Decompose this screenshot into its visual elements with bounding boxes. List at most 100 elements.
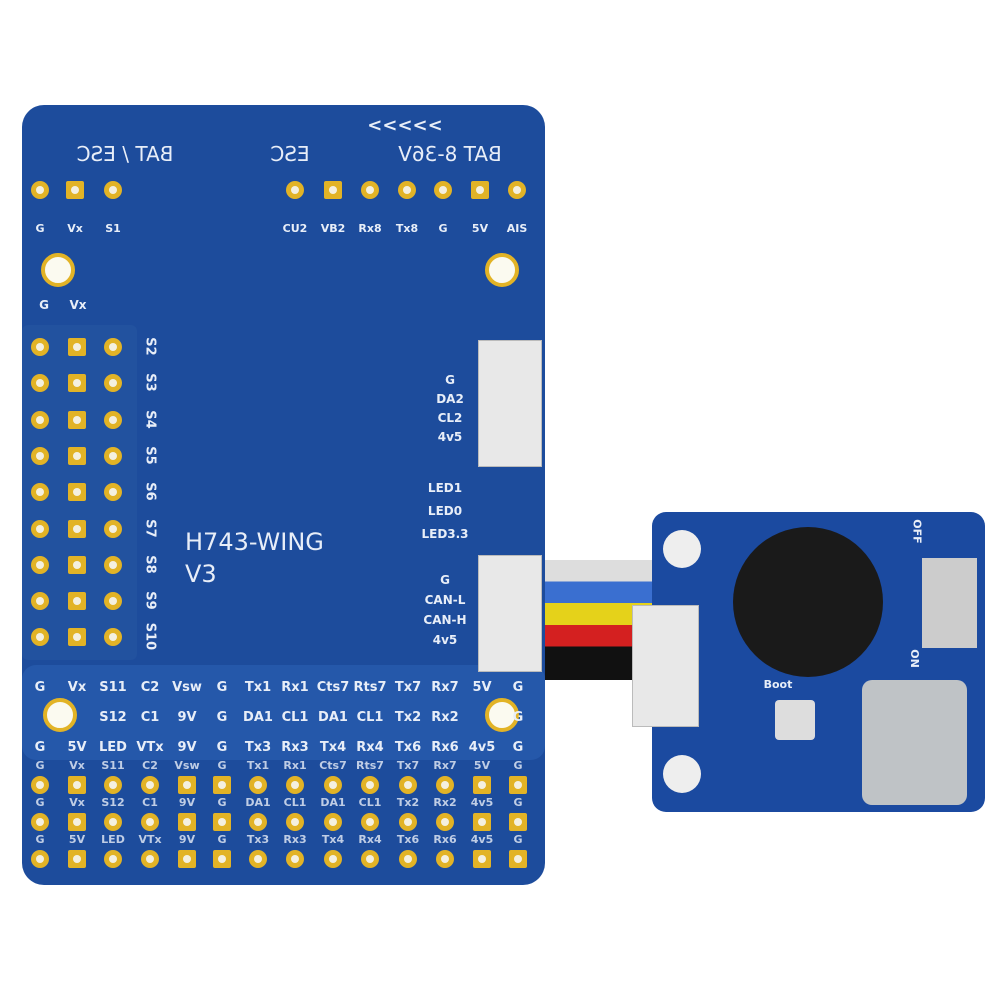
i2c-label: DA2	[436, 392, 464, 406]
header-label: 5V	[67, 740, 87, 755]
led-label: LED0	[427, 504, 463, 518]
pad-label: C1	[142, 796, 158, 809]
solder-pad	[178, 813, 196, 831]
header-label: Tx7	[394, 680, 422, 695]
i2c-connector[interactable]	[478, 340, 542, 467]
pad-label: G	[217, 759, 227, 772]
servo-label: S3	[142, 373, 158, 393]
solder-pad	[324, 813, 342, 831]
header-label: Rx3	[281, 740, 309, 755]
header-label: 9V	[177, 710, 197, 725]
pad-label: 9V	[178, 796, 196, 809]
can-label: G	[440, 573, 450, 587]
header-label: 9V	[177, 740, 197, 755]
solder-pad	[436, 850, 454, 868]
pad-label: G	[35, 759, 45, 772]
pad-label: 9V	[178, 833, 196, 846]
servo-label: S6	[142, 482, 158, 501]
solder-pad	[31, 410, 49, 429]
solder-pad	[509, 813, 527, 831]
on-label: ON	[907, 649, 921, 668]
header-label: S12	[99, 710, 127, 725]
pad-label: AIS	[506, 222, 528, 235]
pad-label: Rx7	[433, 759, 457, 772]
can-label: CAN-H	[423, 613, 467, 627]
solder-pad	[104, 628, 122, 647]
solder-pad	[66, 181, 84, 199]
solder-pad	[68, 519, 86, 538]
header-label: Tx6	[394, 740, 422, 755]
solder-pad	[178, 850, 196, 868]
header-label: C1	[140, 710, 160, 725]
off-label: OFF	[910, 519, 924, 544]
i2c-label: G	[445, 373, 455, 387]
header-label: Vx	[67, 680, 87, 695]
header-label: Vsw	[172, 680, 202, 695]
usb-c-port[interactable]	[862, 680, 967, 805]
module-connector[interactable]	[632, 605, 699, 727]
header-label: LED	[99, 740, 127, 755]
solder-pad	[213, 813, 231, 831]
solder-pad	[31, 374, 49, 393]
header-label: Tx1	[244, 680, 272, 695]
servo-label: S10	[142, 623, 158, 651]
pad-label: Tx1	[246, 759, 270, 772]
solder-pad	[509, 776, 527, 794]
mount-hole	[485, 253, 519, 287]
buzzer	[733, 527, 883, 677]
solder-pad	[104, 181, 122, 199]
header-label: G	[34, 680, 46, 695]
pad-label: Tx2	[396, 796, 420, 809]
mount-label: G	[39, 298, 49, 312]
solder-pad	[141, 850, 159, 868]
solder-pad	[399, 776, 417, 794]
pad-label: 5V	[473, 759, 491, 772]
solder-pad	[141, 776, 159, 794]
bat-esc-label: BAT / ESC	[76, 142, 174, 166]
header-label: Tx2	[394, 710, 422, 725]
header-label: G	[512, 710, 524, 725]
pad-label: Tx4	[321, 833, 345, 846]
solder-pad	[68, 410, 86, 429]
pad-label: Rx6	[433, 833, 457, 846]
solder-pad	[398, 181, 416, 199]
header-label: 5V	[472, 680, 492, 695]
pad-label: G	[35, 796, 45, 809]
pad-label: G	[217, 796, 227, 809]
solder-pad	[249, 850, 267, 868]
servo-label: S4	[142, 409, 158, 429]
solder-pad	[104, 446, 122, 465]
solder-pad	[286, 776, 304, 794]
header-label: G	[512, 740, 524, 755]
header-label: C2	[140, 680, 160, 695]
pad-label: Rx8	[358, 222, 382, 235]
header-label: Rx2	[431, 710, 459, 725]
solder-pad	[31, 555, 49, 574]
solder-pad	[31, 776, 49, 794]
can-label: 4v5	[432, 633, 458, 647]
header-label: Cts7	[316, 680, 350, 695]
solder-pad	[104, 813, 122, 831]
bottom-label-panel	[22, 665, 545, 760]
solder-pad	[473, 813, 491, 831]
solder-pad	[31, 338, 49, 356]
solder-pad	[249, 776, 267, 794]
header-label: Tx4	[319, 740, 347, 755]
power-switch[interactable]	[922, 558, 977, 648]
solder-pad	[509, 850, 527, 868]
mount-hole	[663, 530, 701, 568]
header-label: G	[216, 680, 228, 695]
solder-pad	[68, 776, 86, 794]
header-label: G	[216, 710, 228, 725]
header-label: Tx3	[244, 740, 272, 755]
solder-pad	[68, 850, 86, 868]
solder-pad	[104, 850, 122, 868]
can-label: CAN-L	[424, 593, 466, 607]
solder-pad	[436, 813, 454, 831]
mount-hole	[485, 698, 519, 732]
pad-label: 4v5	[470, 796, 494, 809]
can-connector[interactable]	[478, 555, 542, 672]
pad-label: Tx3	[246, 833, 270, 846]
i2c-label: 4v5	[437, 430, 463, 444]
boot-button[interactable]	[775, 700, 815, 740]
